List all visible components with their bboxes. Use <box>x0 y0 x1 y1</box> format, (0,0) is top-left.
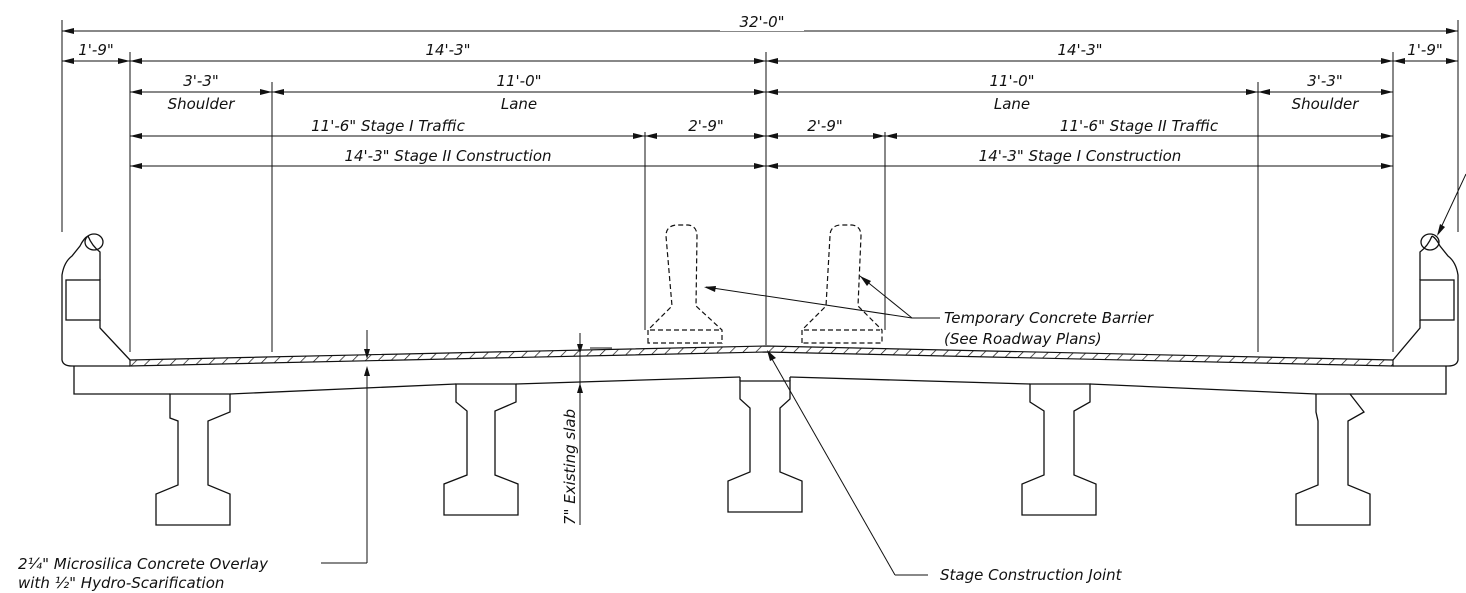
barrier-left <box>647 224 723 344</box>
dim-overhang-right: 1'-9" <box>1407 41 1443 59</box>
girder-2 <box>443 383 519 516</box>
dim-lane-right: 11'-0" <box>989 72 1034 90</box>
dimension-lines <box>61 20 1459 352</box>
note-barrier-line2: (See Roadway Plans) <box>944 330 1102 348</box>
label-lane-right: Lane <box>994 95 1030 113</box>
leaders <box>321 173 1466 576</box>
dim-half-right: 14'-3" <box>1057 41 1102 59</box>
overlay-band <box>129 345 1394 367</box>
girder-5 <box>1295 393 1371 526</box>
dim-half-left: 14'-3" <box>425 41 470 59</box>
girder-1 <box>155 393 231 526</box>
dim-barrier-left: 2'-9" <box>688 117 724 135</box>
deck-slab <box>61 345 1459 395</box>
notes: Temporary Concrete Barrier (See Roadway … <box>18 309 1154 592</box>
dim-shoulder-right: 3'-3" <box>1307 72 1343 90</box>
note-existing-slab: 7" Existing slab <box>561 409 579 525</box>
dim-stage1-traffic: 11'-6" Stage I Traffic <box>311 117 465 135</box>
label-shoulder-right: Shoulder <box>1292 95 1360 113</box>
label-shoulder-left: Shoulder <box>168 95 236 113</box>
note-overlay-line2: with ½" Hydro-Scarification <box>18 574 224 592</box>
note-barrier-line1: Temporary Concrete Barrier <box>944 309 1154 327</box>
girders <box>155 380 1371 526</box>
girder-3 <box>727 380 803 513</box>
dim-stage2-construction: 14'-3" Stage II Construction <box>344 147 551 165</box>
dimension-labels: 32'-0" 1'-9" 14'-3" 14'-3" 1'-9" 3'-3" 1… <box>78 13 1443 165</box>
temporary-barriers <box>647 224 883 344</box>
dim-stage1-construction: 14'-3" Stage I Construction <box>979 147 1182 165</box>
label-lane-left: Lane <box>501 95 537 113</box>
note-joint: Stage Construction Joint <box>940 566 1123 584</box>
dim-lane-left: 11'-0" <box>496 72 541 90</box>
girder-4 <box>1021 383 1097 516</box>
dim-shoulder-left: 3'-3" <box>183 72 219 90</box>
note-overlay-line1: 2¼" Microsilica Concrete Overlay <box>18 555 269 573</box>
barrier-right <box>801 224 883 344</box>
dim-stage2-traffic: 11'-6" Stage II Traffic <box>1060 117 1219 135</box>
parapet-left <box>61 233 131 361</box>
dim-overhang-left: 1'-9" <box>78 41 114 59</box>
dim-barrier-right: 2'-9" <box>807 117 843 135</box>
parapet-right <box>1392 233 1459 361</box>
dim-overall: 32'-0" <box>739 13 784 31</box>
